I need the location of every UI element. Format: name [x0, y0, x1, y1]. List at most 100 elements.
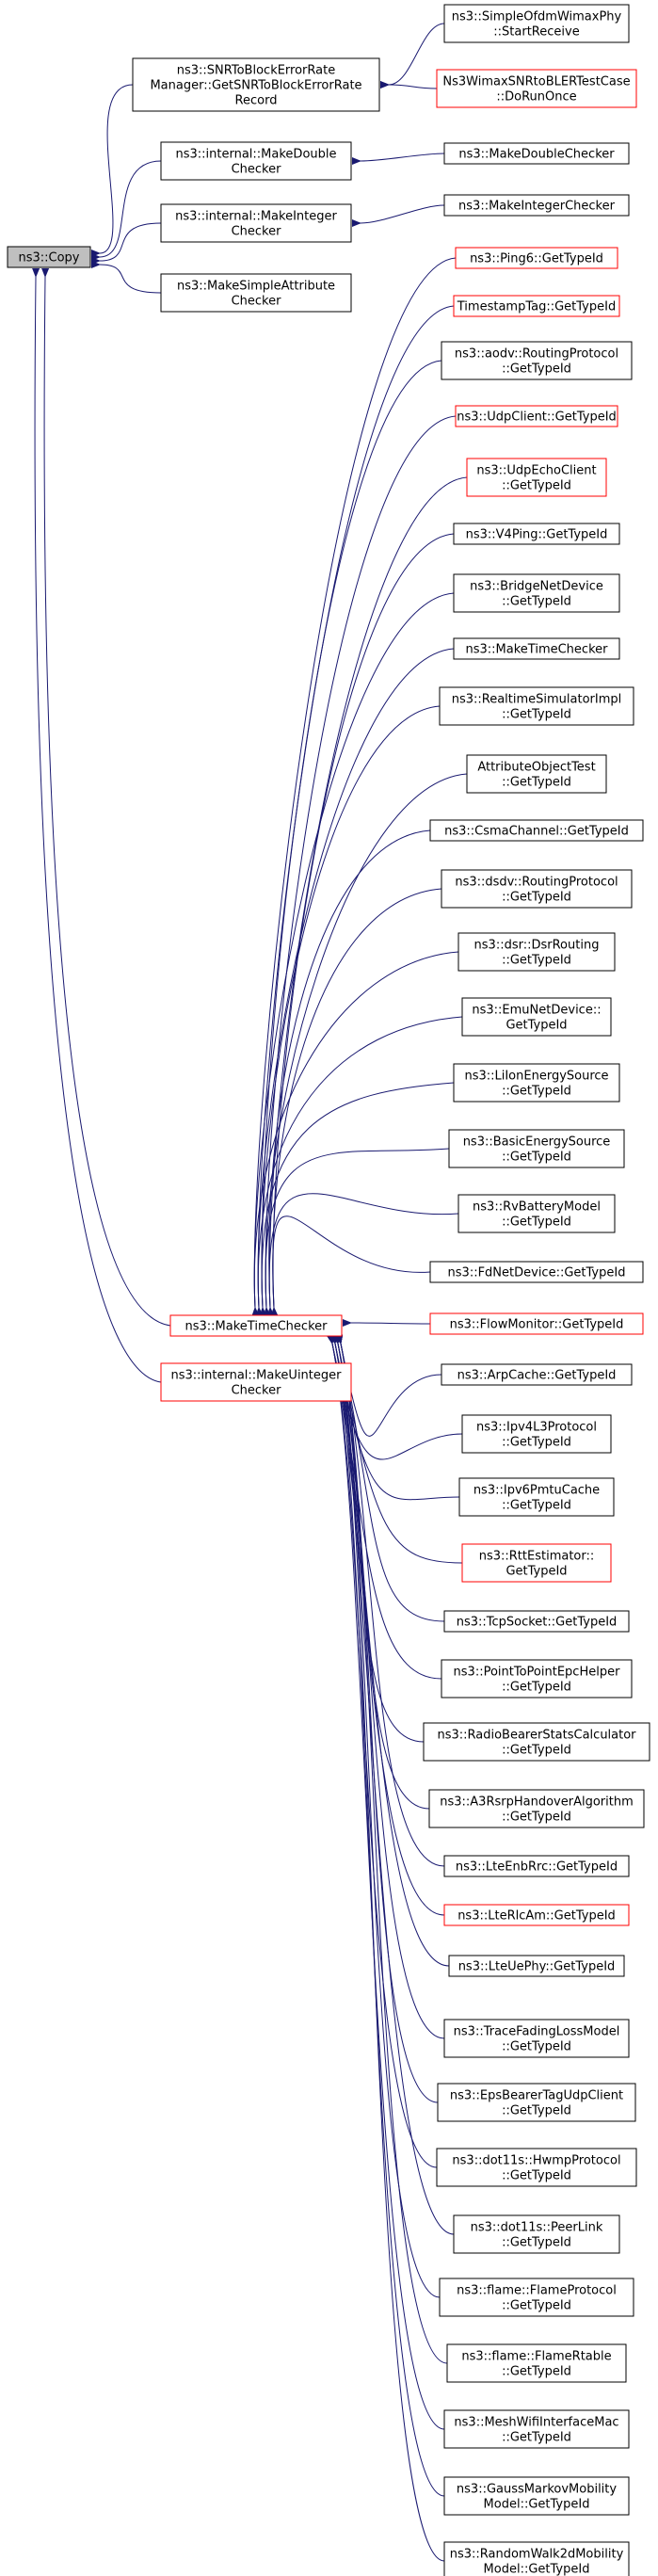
node-label-line: ::GetTypeId [502, 708, 571, 722]
node-ns3-ping6-gettypeid[interactable]: ns3::Ping6::GetTypeId [455, 247, 618, 269]
node-box [466, 754, 607, 794]
node-box [448, 1129, 625, 1168]
node-label-line: ns3::UdpClient::GetTypeId [457, 411, 617, 425]
node-ns3-radiobearerstatscalculator-gettypeid[interactable]: ns3::RadioBearerStatsCalculator::GetType… [423, 1722, 650, 1762]
node-label-line: ns3::LteUePhy::GetTypeId [458, 1960, 616, 1974]
node-box [443, 2476, 630, 2516]
node-ns3-bridgenetdevice-gettypeid[interactable]: ns3::BridgeNetDevice::GetTypeId [453, 573, 620, 613]
node-box [437, 2083, 636, 2122]
edge-time-caller-38 [332, 1334, 445, 2562]
node-ns3-liionenergysource-gettypeid[interactable]: ns3::LiIonEnergySource::GetTypeId [453, 1063, 620, 1103]
node-ns3-dsdv-routingprotocol-gettypeid[interactable]: ns3::dsdv::RoutingProtocol::GetTypeId [441, 869, 633, 909]
node-label-line: ns3::dot11s::PeerLink [471, 2221, 603, 2235]
edge-snr-1 [379, 80, 438, 89]
node-ns3-udpclient-gettypeid[interactable]: ns3::UdpClient::GetTypeId [455, 405, 618, 427]
node-label-line: ::GetTypeId [502, 1811, 571, 1825]
node-ns3-lteenbrrc-gettypeid[interactable]: ns3::LteEnbRrc::GetTypeId [443, 1855, 630, 1877]
node-ns3-ipv6pmtucache-gettypeid[interactable]: ns3::Ipv6PmtuCache::GetTypeId [458, 1477, 615, 1517]
node-ns3-arpcache-gettypeid[interactable]: ns3::ArpCache::GetTypeId [441, 1363, 633, 1386]
node-ns3-dot11s-hwmpprotocol-gettypeid[interactable]: ns3::dot11s::HwmpProtocol::GetTypeId [436, 2148, 637, 2187]
node-timestamptag-gettypeid[interactable]: TimestampTag::GetTypeId [453, 295, 620, 317]
node-label-line: ns3::BridgeNetDevice [470, 580, 603, 594]
node-ns3-epsbearertagudpclient-gettypeid[interactable]: ns3::EpsBearerTagUdpClient::GetTypeId [437, 2083, 636, 2122]
node-ns3-ipv4l3protocol-gettypeid[interactable]: ns3::Ipv4L3Protocol::GetTypeId [461, 1414, 612, 1454]
edge-level1-5-to-root [32, 267, 162, 1383]
node-box [453, 295, 620, 317]
node-label-line: Model::GetTypeId [484, 2498, 590, 2512]
node-label-line: ::GetTypeId [502, 1085, 571, 1099]
node-ns3-basicenergysource-gettypeid[interactable]: ns3::BasicEnergySource::GetTypeId [448, 1129, 625, 1168]
node-box [443, 2019, 630, 2058]
node-ns3-emunetdevice-gettypeid[interactable]: ns3::EmuNetDevice::GetTypeId [461, 997, 612, 1037]
node-ns3-v4ping-gettypeid[interactable]: ns3::V4Ping::GetTypeId [453, 523, 620, 545]
node-ns3-flowmonitor-gettypeid[interactable]: ns3::FlowMonitor::GetTypeId [429, 1312, 644, 1335]
node-box [443, 142, 630, 165]
node-ns3-snrtoblockerrorrate-manager-getsnrtoblockerrorrate-record[interactable]: ns3::SNRToBlockErrorRateManager::GetSNRT… [132, 57, 380, 112]
node-label-line: ::GetTypeId [502, 954, 571, 968]
node-ns3-dot11s-peerlink-gettypeid[interactable]: ns3::dot11s::PeerLink::GetTypeId [453, 2214, 620, 2254]
node-label-line: ns3::MakeTimeChecker [185, 1320, 329, 1334]
node-box [448, 1955, 625, 1977]
node-ns3-makeintegerchecker[interactable]: ns3::MakeIntegerChecker [443, 194, 630, 217]
node-box [453, 1063, 620, 1103]
node-ns3wimaxsnrtoblertestcase-dorunonce[interactable]: Ns3WimaxSNRtoBLERTestCase::DoRunOnce [436, 69, 637, 108]
node-attributeobjecttest-gettypeid[interactable]: AttributeObjectTest::GetTypeId [466, 754, 607, 794]
edge-time-caller-33 [329, 1334, 455, 2235]
node-ns3-internal-makeinteger-checker[interactable]: ns3::internal::MakeIntegerChecker [160, 203, 352, 243]
nodes-layer: ns3::Copy ns3::SNRToBlockErrorRateManager… [7, 4, 650, 2576]
node-ns3-udpechoclient-gettypeid[interactable]: ns3::UdpEchoClient::GetTypeId [466, 458, 607, 497]
node-box [455, 405, 618, 427]
node-ns3-rttestimator-gettypeid[interactable]: ns3::RttEstimator::GetTypeId [461, 1543, 612, 1583]
node-box [423, 1722, 650, 1762]
node-ns3-tracefadinglossmodel-gettypeid[interactable]: ns3::TraceFadingLossModel::GetTypeId [443, 2019, 630, 2058]
node-ns3-tcpsocket-gettypeid[interactable]: ns3::TcpSocket::GetTypeId [443, 1610, 630, 1633]
node-ns3-maketimechecker[interactable]: ns3::MakeTimeChecker [453, 637, 620, 660]
node-label-line: ::GetTypeId [502, 776, 571, 790]
node-label-line: Manager::GetSNRToBlockErrorRate [150, 79, 361, 93]
node-label-line: ns3::aodv::RoutingProtocol [455, 347, 618, 362]
node-label-line: ns3::flame::FlameRtable [461, 2350, 611, 2364]
node-ns3-internal-makedouble-checker[interactable]: ns3::internal::MakeDoubleChecker [160, 141, 352, 181]
edge-time-caller-32 [327, 1334, 438, 2168]
node-label-line: ns3::PointToPointEpcHelper [454, 1666, 621, 1680]
node-label-line: ns3::dsdv::RoutingProtocol [455, 876, 618, 890]
node-ns3-flame-flamertable-gettypeid[interactable]: ns3::flame::FlameRtable::GetTypeId [446, 2343, 627, 2383]
node-ns3-aodv-routingprotocol-gettypeid[interactable]: ns3::aodv::RoutingProtocol::GetTypeId [441, 341, 633, 380]
node-label-line: Checker [232, 225, 282, 239]
node-ns3-lterlcam-gettypeid[interactable]: ns3::LteRlcAm::GetTypeId [443, 1904, 630, 1926]
node-ns3-realtimesimulatorimpl-gettypeid[interactable]: ns3::RealtimeSimulatorImpl::GetTypeId [439, 686, 634, 726]
node-label-line: GetTypeId [506, 1565, 567, 1579]
node-box [429, 1312, 644, 1335]
edge-time-caller-7 [255, 648, 455, 1317]
edge-time-caller-12 [251, 951, 459, 1317]
node-ns3-lteuephy-gettypeid[interactable]: ns3::LteUePhy::GetTypeId [448, 1955, 625, 1977]
node-box [169, 1314, 343, 1337]
node-ns3-copy[interactable]: ns3::Copy [7, 246, 91, 268]
node-ns3-meshwifiinterfacemac-gettypeid[interactable]: ns3::MeshWifiInterfaceMac::GetTypeId [443, 2409, 630, 2449]
node-ns3-csmachannel-gettypeid[interactable]: ns3::CsmaChannel::GetTypeId [429, 819, 644, 842]
node-ns3-rvbatterymodel-gettypeid[interactable]: ns3::RvBatteryModel::GetTypeId [457, 1194, 616, 1233]
node-box [453, 2214, 620, 2254]
node-ns3-fdnetdevice-gettypeid[interactable]: ns3::FdNetDevice::GetTypeId [429, 1261, 644, 1283]
node-ns3-simpleofdmwimaxphy-startreceive[interactable]: ns3::SimpleOfdmWimaxPhy::StartReceive [443, 4, 630, 43]
node-box [443, 1904, 630, 1926]
node-ns3-dsr-dsrrouting-gettypeid[interactable]: ns3::dsr::DsrRouting::GetTypeId [457, 932, 616, 972]
node-label-line: ns3::SimpleOfdmWimaxPhy [452, 10, 622, 24]
node-label-line: ns3::RealtimeSimulatorImpl [452, 693, 622, 707]
edge-time-caller-0 [251, 257, 457, 1317]
node-ns3-randomwalk2dmobility-model-gettypeid[interactable]: ns3::RandomWalk2dMobilityModel::GetTypeI… [443, 2541, 630, 2576]
node-ns3-flame-flameprotocol-gettypeid[interactable]: ns3::flame::FlameProtocol::GetTypeId [439, 2278, 634, 2317]
edge-double [351, 153, 445, 166]
node-ns3-makedoublechecker[interactable]: ns3::MakeDoubleChecker [443, 142, 630, 165]
node-label-line: ns3::TraceFadingLossModel [454, 2025, 620, 2039]
node-label-line: ns3::Copy [18, 251, 79, 266]
node-ns3-pointtopointepchelper-gettypeid[interactable]: ns3::PointToPointEpcHelper::GetTypeId [441, 1659, 633, 1699]
edge-level1-1-to-root [90, 160, 162, 262]
node-ns3-a3rsrphandoveralgorithm-gettypeid[interactable]: ns3::A3RsrpHandoverAlgorithm::GetTypeId [428, 1789, 645, 1828]
node-label-line: ns3::FlowMonitor::GetTypeId [450, 1318, 624, 1332]
node-ns3-maketimechecker[interactable]: ns3::MakeTimeChecker [169, 1314, 343, 1337]
edge-time-caller-13 [255, 1016, 463, 1317]
